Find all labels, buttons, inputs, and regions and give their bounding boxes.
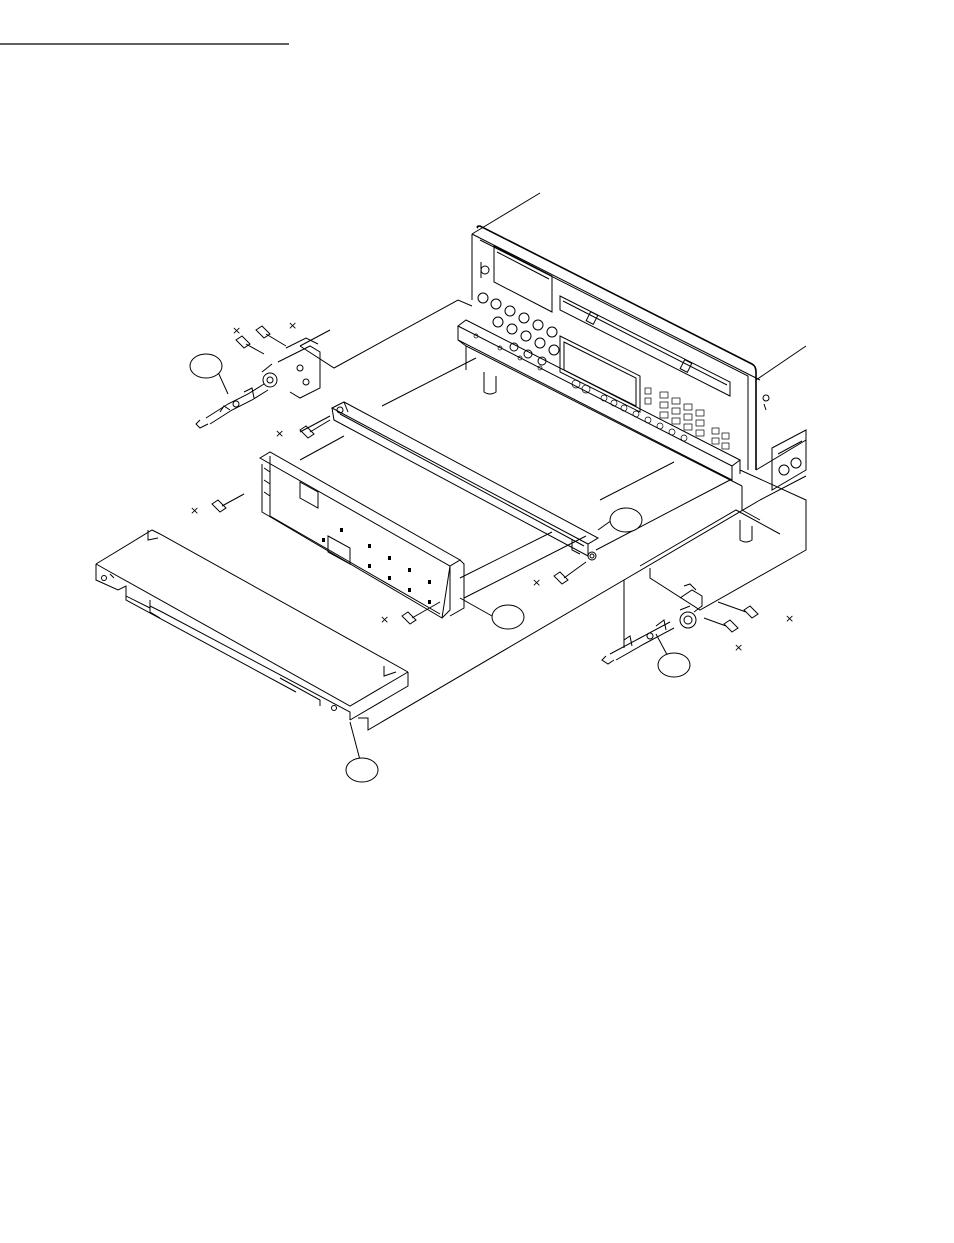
screw-mark: × (785, 612, 794, 625)
callout-5 (346, 758, 378, 782)
bottom-tray (96, 530, 408, 720)
rear-rail (300, 402, 598, 584)
front-panel (212, 452, 464, 624)
screw-mark: × (232, 324, 241, 337)
main-unit (458, 193, 806, 542)
screw-mark: × (532, 576, 541, 589)
screw-marks: × × × × × × × × (190, 319, 794, 654)
callout-1 (190, 354, 222, 378)
callout-4 (658, 653, 690, 677)
callout-leaders (218, 372, 672, 760)
screw-mark: × (275, 427, 284, 440)
screw-mark: × (288, 319, 297, 332)
screw-mark: × (734, 641, 743, 654)
callout-3 (492, 605, 524, 629)
callout-2 (610, 508, 642, 532)
screw-mark: × (190, 504, 199, 517)
screw-mark: × (380, 613, 389, 626)
left-hinge-assembly (196, 326, 320, 428)
